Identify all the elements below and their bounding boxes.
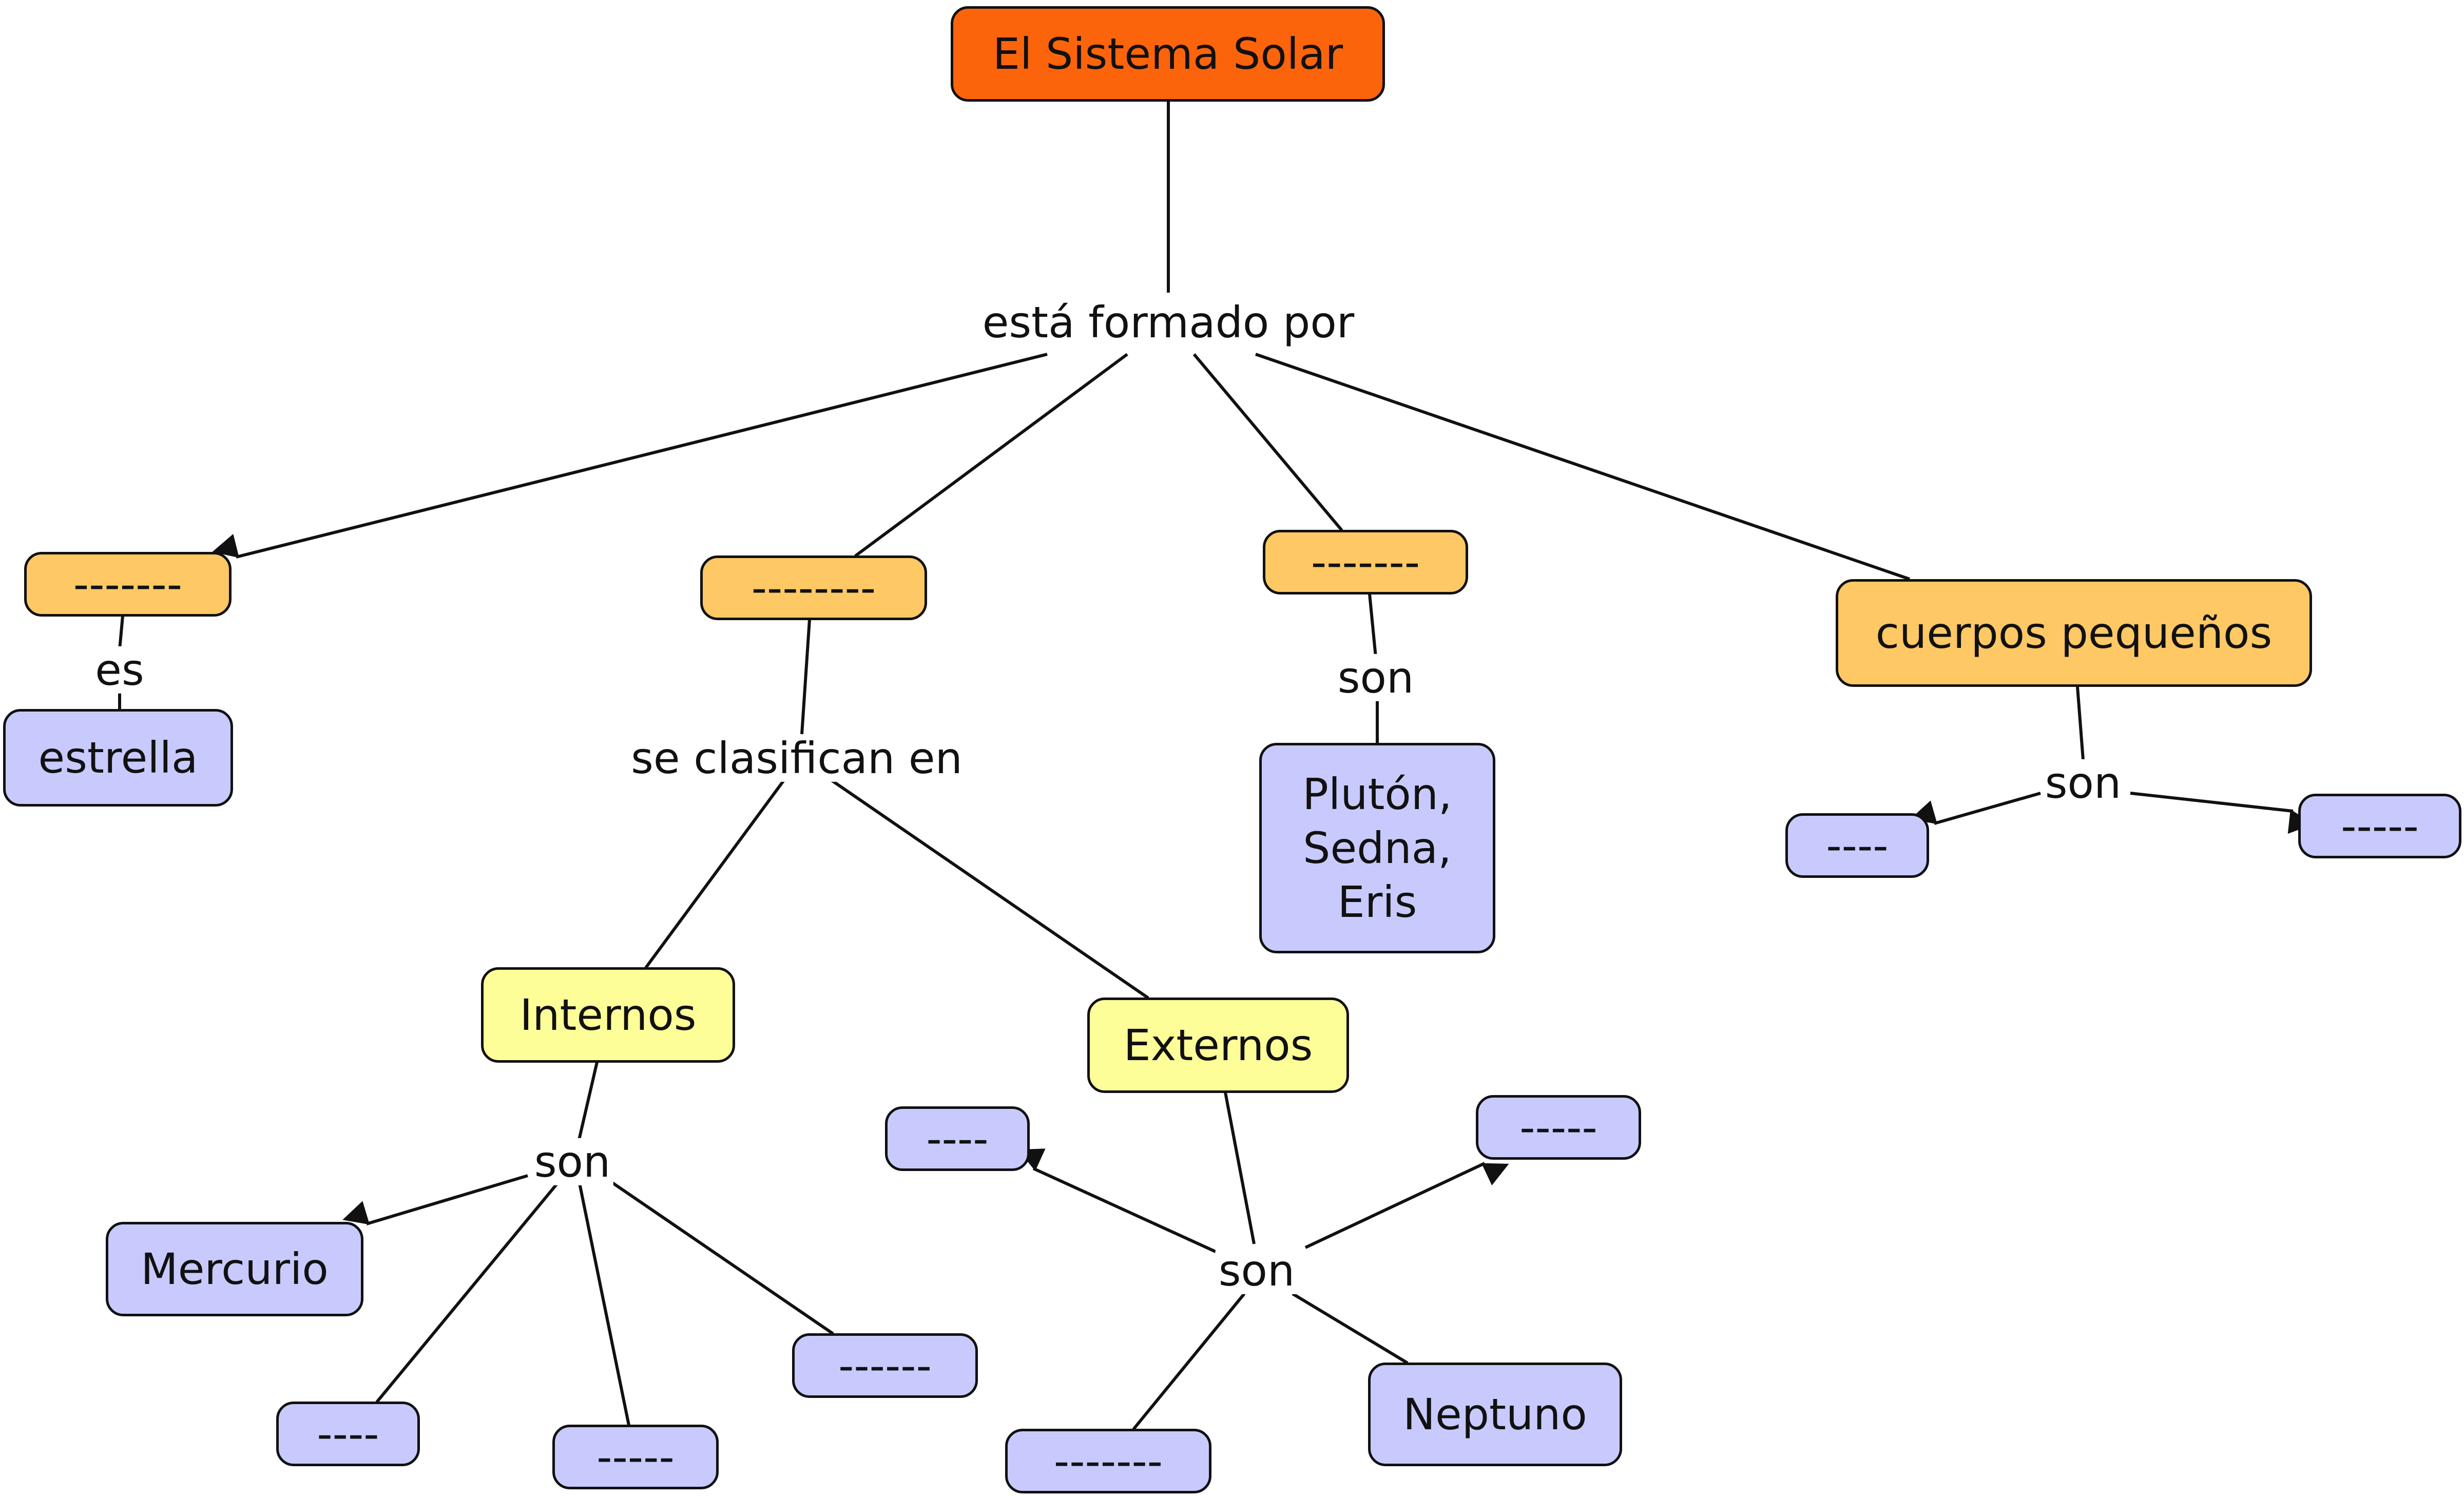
connector-enanos-to-son: [1368, 593, 1377, 658]
connector-formado-to-enanos: [1192, 353, 1343, 531]
concept-el-sistema-solar: El Sistema Solar: [951, 6, 1385, 102]
concept-internos: Internos: [481, 967, 735, 1063]
connector-externos-to-son: [1224, 1092, 1256, 1244]
connector-son-to-peq-2: [2130, 792, 2314, 834]
link-esta-formado-por: está formado por: [979, 298, 1358, 346]
concept-blank-planetas-enanos: -------: [1263, 530, 1468, 594]
connector-son-to-int-1: [375, 1180, 561, 1403]
connector-formado-to-pequenos: [1255, 353, 1927, 600]
connector-planetas-to-clasifican: [800, 619, 811, 735]
connector-clasifican-to-externos: [831, 779, 1149, 1000]
concept-blank-externo-1: ----: [885, 1106, 1030, 1171]
connector-son-to-ext-1: [1017, 1148, 1217, 1253]
connector-formado-to-estrella-cat: [212, 353, 1048, 559]
link-es: es: [92, 646, 147, 694]
connector-clasifican-to-internos: [644, 779, 785, 969]
connector-son-to-peq-1: [1910, 792, 2041, 825]
concept-externos: Externos: [1087, 998, 1349, 1093]
concept-blank-planetas: --------: [700, 555, 927, 620]
concept-blank-interno-2: -----: [552, 1425, 719, 1489]
concept-blank-externo-2: -----: [1476, 1095, 1641, 1160]
concept-blank-externo-3: -------: [1005, 1429, 1211, 1493]
concept-mercurio: Mercurio: [106, 1222, 363, 1316]
concept-blank-estrella-category: -------: [24, 552, 232, 617]
concept-blank-interno-3: ------: [792, 1333, 978, 1398]
concept-pluton-sedna-eris: Plutón, Sedna, Eris: [1259, 743, 1495, 953]
connector-son-to-int-3: [605, 1177, 834, 1335]
concept-estrella: estrella: [3, 709, 233, 807]
connector-son-to-mercurio: [342, 1174, 528, 1225]
connector-cat-to-es: [118, 616, 124, 650]
connector-pequenos-to-son: [2076, 686, 2085, 760]
link-son-enanos: son: [1334, 654, 1417, 701]
concept-neptuno: Neptuno: [1368, 1363, 1622, 1466]
link-son-externos: son: [1215, 1246, 1298, 1294]
connector-son-to-ext-3: [1132, 1293, 1246, 1430]
connector-son-to-int-2: [578, 1183, 630, 1426]
link-son-pequenos: son: [2042, 759, 2125, 807]
concept-blank-pequeno-2: -----: [2298, 794, 2461, 858]
connector-son-to-neptuno: [1292, 1292, 1409, 1365]
link-se-clasifican-en: se clasifican en: [628, 734, 966, 782]
connector-son-to-ext-2: [1304, 1162, 1509, 1249]
concept-cuerpos-pequenos: cuerpos pequeños: [1836, 579, 2312, 687]
connector-internos-to-son: [578, 1062, 599, 1140]
link-son-internos: son: [531, 1138, 614, 1185]
concept-blank-pequeno-1: ----: [1785, 813, 1929, 878]
concept-blank-interno-1: ----: [276, 1402, 420, 1466]
connector-formado-to-planetas: [854, 353, 1128, 558]
